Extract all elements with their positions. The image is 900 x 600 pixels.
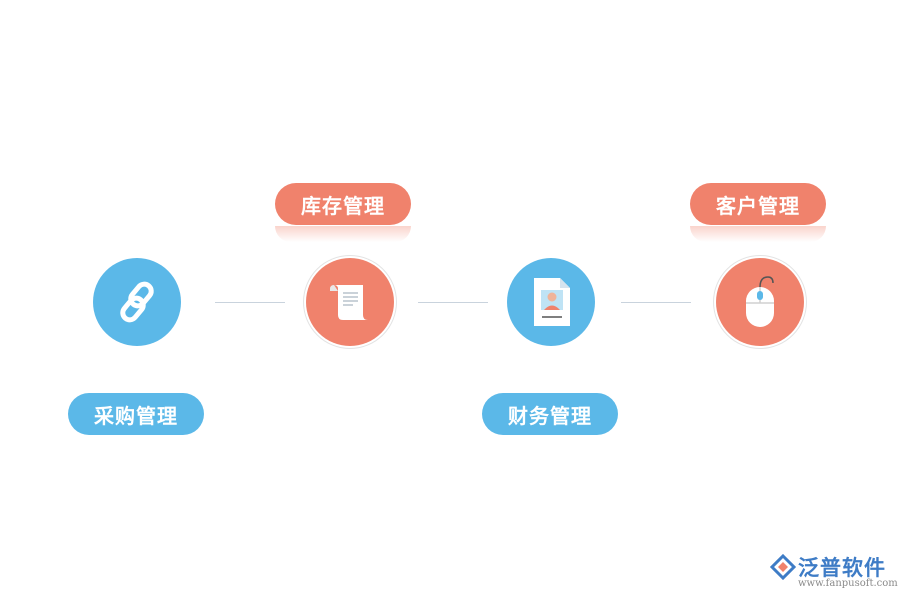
purchasing-label: 采购管理: [68, 393, 204, 435]
id-card-document-icon: [534, 278, 570, 326]
purchasing-node: [93, 258, 181, 346]
computer-mouse-icon: [746, 276, 774, 327]
finance-node: [507, 258, 595, 346]
logo-name: 泛普软件: [798, 556, 886, 580]
chain-link-icon: [120, 281, 154, 323]
customer-label-reflection: [690, 226, 826, 242]
inventory-node: [306, 258, 394, 346]
connector-line-1: [215, 302, 285, 303]
scroll-document-icon: [330, 285, 368, 320]
fanpu-logo: 泛普软件 www.fanpusoft.com: [770, 552, 898, 592]
connector-line-2: [418, 302, 488, 303]
customer-label: 客户管理: [690, 183, 826, 225]
customer-node: [716, 258, 804, 346]
fanpu-logo-icon: [770, 554, 796, 580]
inventory-label-reflection: [275, 226, 411, 242]
finance-label: 财务管理: [482, 393, 618, 435]
logo-url: www.fanpusoft.com: [798, 578, 898, 589]
connector-line-3: [621, 302, 691, 303]
inventory-label: 库存管理: [275, 183, 411, 225]
